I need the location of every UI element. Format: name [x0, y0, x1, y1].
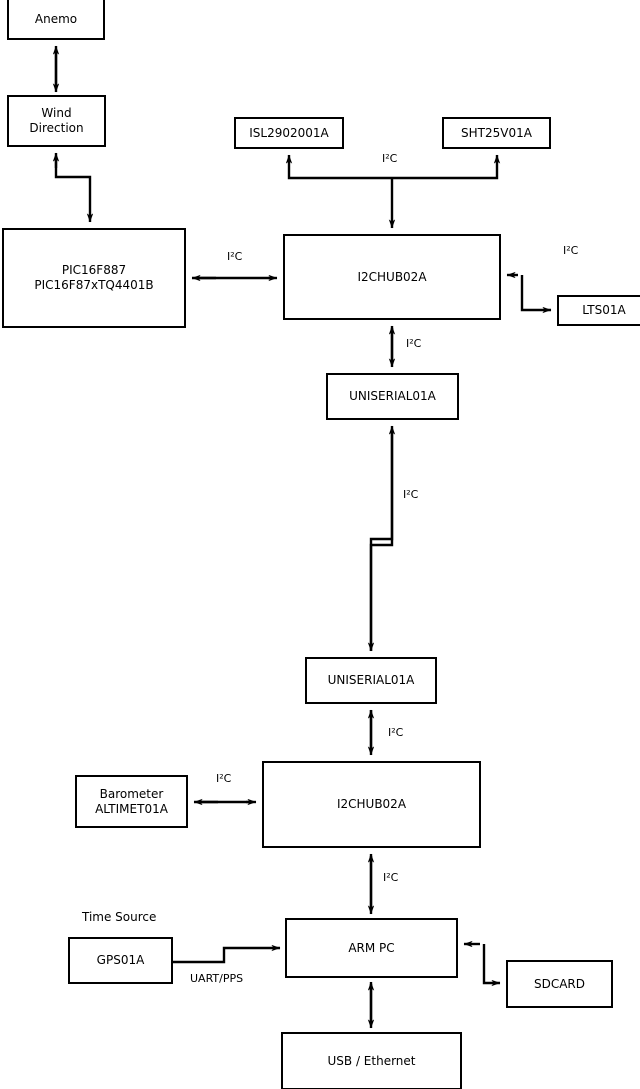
- node-arm-pc-label: ARM PC: [348, 940, 395, 955]
- label-time-source: Time Source: [82, 910, 157, 924]
- node-barometer-label: Barometer ALTIMET01A: [95, 786, 168, 816]
- node-lts01a[interactable]: LTS01A: [557, 295, 640, 326]
- node-sht25v01a[interactable]: SHT25V01A: [442, 117, 551, 149]
- connector-uniserial-link-down: [367, 432, 394, 652]
- node-isl2902001a[interactable]: ISL2902001A: [234, 117, 344, 149]
- node-wind-direction-label: Wind Direction: [29, 106, 84, 135]
- node-pic-mcu-label: PIC16F887 PIC16F87xTQ4401B: [34, 263, 154, 292]
- node-pic-mcu[interactable]: PIC16F887 PIC16F87xTQ4401B: [2, 228, 186, 328]
- connector-wind-pic: [54, 157, 94, 223]
- edge-label-hub-lts-i2c: I²C: [563, 244, 579, 257]
- edge-label-hub-armpc-i2c: I²C: [383, 871, 399, 884]
- edge-label-uniserial-link-i2c: I²C: [403, 488, 419, 501]
- node-usb-ethernet-label: USB / Ethernet: [327, 1053, 416, 1068]
- connector-uniserial-link-up: [369, 425, 396, 651]
- edge-label-hub-uniserial-i2c: I²C: [406, 337, 422, 350]
- connector-hub-bus-isl: [285, 154, 392, 180]
- node-i2chub02a-bottom-label: I2CHUB02A: [336, 797, 407, 811]
- node-uniserial01a-upper-label: UNISERIAL01A: [349, 389, 436, 403]
- edge-label-gps-armpc-uart: UART/PPS: [190, 972, 244, 985]
- node-sdcard-label: SDCARD: [533, 976, 586, 991]
- connector-lts-hub: [520, 275, 552, 314]
- node-anemo[interactable]: Anemo: [7, 0, 105, 40]
- edge-label-pic-hub-i2c: I²C: [227, 250, 243, 263]
- connector-gps-armpc: [173, 944, 281, 964]
- node-isl2902001a-label: ISL2902001A: [249, 125, 329, 140]
- node-wind-direction[interactable]: Wind Direction: [7, 95, 106, 147]
- node-arm-pc[interactable]: ARM PC: [285, 918, 458, 978]
- node-anemo-label: Anemo: [34, 11, 78, 26]
- node-usb-ethernet[interactable]: USB / Ethernet: [281, 1032, 462, 1089]
- node-uniserial01a-upper[interactable]: UNISERIAL01A: [326, 373, 459, 420]
- node-lts01a-label: LTS01A: [582, 303, 626, 317]
- node-i2chub02a-top[interactable]: I2CHUB02A: [283, 234, 501, 320]
- connector-hub-bus-sht: [392, 154, 501, 180]
- node-uniserial01a-lower-label: UNISERIAL01A: [327, 673, 415, 687]
- edge-label-isl-sht-i2c: I²C: [382, 152, 398, 165]
- edge-label-barometer-hub-i2c: I²C: [216, 772, 232, 785]
- node-sht25v01a-label: SHT25V01A: [461, 125, 532, 140]
- node-uniserial01a-lower[interactable]: UNISERIAL01A: [305, 657, 437, 704]
- node-barometer[interactable]: Barometer ALTIMET01A: [75, 775, 188, 828]
- node-i2chub02a-bottom[interactable]: I2CHUB02A: [262, 761, 481, 848]
- edge-label-uniserial-hub-i2c: I²C: [388, 726, 404, 739]
- node-gps01a-label: GPS01A: [96, 953, 145, 967]
- node-sdcard[interactable]: SDCARD: [506, 960, 613, 1008]
- node-gps01a[interactable]: GPS01A: [68, 937, 173, 984]
- connector-armpc-sdcard: [482, 944, 501, 987]
- node-i2chub02a-top-label: I2CHUB02A: [357, 269, 427, 284]
